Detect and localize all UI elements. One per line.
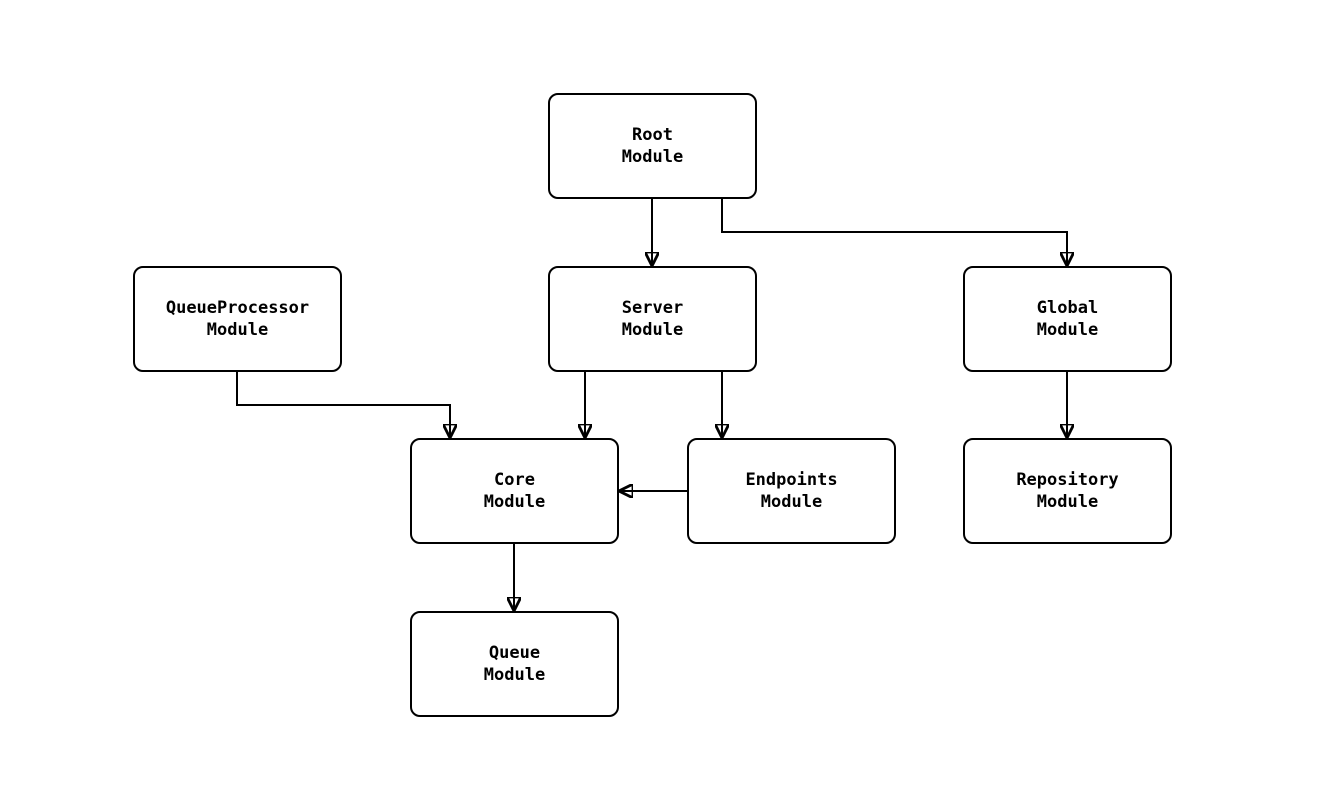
node-global-module: Global Module — [963, 266, 1172, 372]
node-label-line: Module — [1036, 320, 1099, 340]
node-core-module: Core Module — [410, 438, 619, 544]
node-server-module: Server Module — [548, 266, 757, 372]
node-label-line: Module — [760, 492, 823, 512]
node-label-line: Queue — [488, 643, 541, 663]
node-queueprocessor-module: QueueProcessor Module — [133, 266, 342, 372]
node-label-line: Module — [621, 320, 684, 340]
node-label-line: Root — [632, 125, 673, 145]
node-label-line: Core — [494, 470, 535, 490]
node-root-module: Root Module — [548, 93, 757, 199]
edge-queueprocessor-to-core — [236, 372, 450, 438]
node-label-line: Global — [1036, 298, 1099, 318]
node-label-line: Module — [206, 320, 269, 340]
node-label-line: Module — [1036, 492, 1099, 512]
node-label-line: Server — [621, 298, 684, 318]
edge-root-to-global — [721, 199, 1067, 266]
node-endpoints-module: Endpoints Module — [687, 438, 896, 544]
node-label-line: Module — [621, 147, 684, 167]
node-label-line: Module — [483, 492, 546, 512]
node-label-line: Repository — [1016, 470, 1119, 490]
node-repository-module: Repository Module — [963, 438, 1172, 544]
node-label-line: Endpoints — [745, 470, 838, 490]
node-label-line: QueueProcessor — [165, 298, 310, 318]
node-label-line: Module — [483, 665, 546, 685]
node-queue-module: Queue Module — [410, 611, 619, 717]
